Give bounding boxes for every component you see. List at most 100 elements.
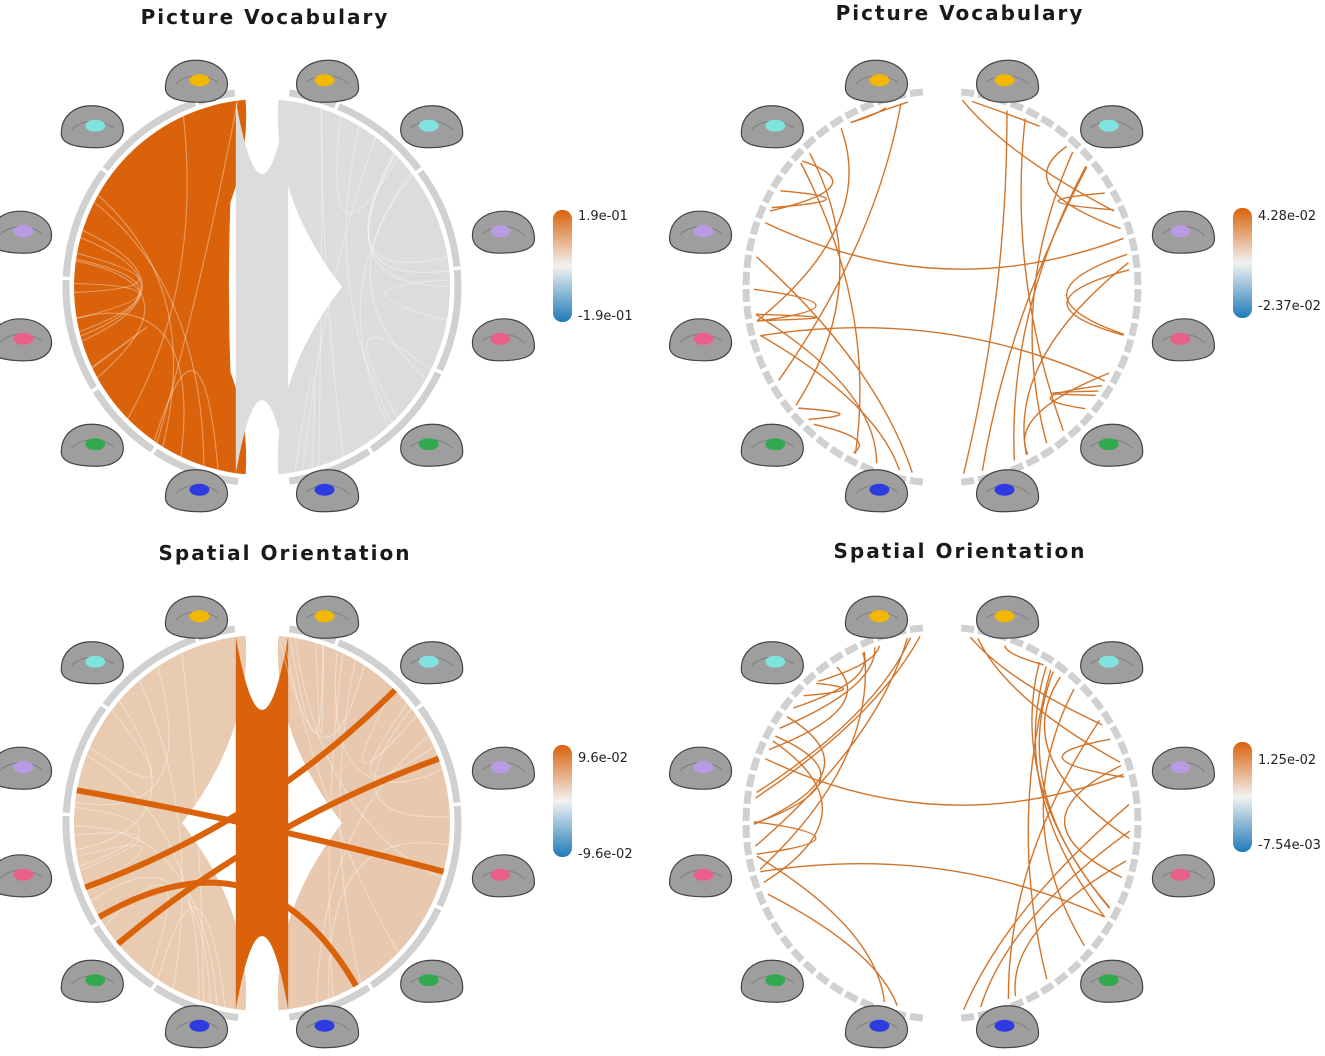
ring-segment <box>815 124 830 139</box>
ring-segment <box>844 454 859 467</box>
brain-icons <box>0 595 536 1049</box>
chord-band-center <box>235 100 289 474</box>
ring-segment <box>1090 399 1105 414</box>
brain-cyan-region-icon <box>60 105 124 149</box>
chord-link <box>981 166 1088 471</box>
ring-segment <box>1067 135 1082 150</box>
brain-region <box>85 119 106 132</box>
brain-region <box>1170 868 1191 881</box>
brain-region <box>1170 225 1191 238</box>
ring-segment <box>1067 424 1082 439</box>
brain-region <box>85 655 106 668</box>
ring-segment <box>770 174 784 190</box>
ring-segment <box>1039 445 1055 459</box>
ring-segment <box>1039 981 1055 995</box>
ring-segment <box>960 1012 975 1022</box>
brain-pink-occipital-icon <box>0 318 53 362</box>
ring-segment <box>1039 115 1055 129</box>
brain-cyan-region-icon <box>740 105 804 149</box>
ring-segment <box>1133 824 1142 839</box>
ring-segment <box>1025 454 1040 467</box>
ring-segment <box>859 100 875 112</box>
ring-segment <box>1133 271 1142 286</box>
ring-segment <box>1117 204 1129 220</box>
brain-yellow-region-icon <box>975 595 1040 639</box>
chord-ribbon <box>156 100 239 444</box>
chord-ribbon <box>365 336 432 418</box>
ring-segment <box>749 756 761 772</box>
ring-segment <box>745 237 756 252</box>
brain-region <box>1098 655 1119 668</box>
chord-link <box>1034 666 1106 918</box>
chord-diagram <box>62 89 462 486</box>
brain-pink-occipital-icon <box>471 318 536 362</box>
chord-link <box>755 313 817 322</box>
ring-segment <box>1100 174 1114 190</box>
chord-ribbon <box>334 650 443 783</box>
ring-segment <box>815 660 830 675</box>
ring-segment <box>102 99 197 172</box>
ring-segment <box>1117 740 1129 756</box>
chord-ribbon <box>320 108 344 457</box>
ring-segment <box>62 705 107 813</box>
brain-region <box>490 761 511 774</box>
brain-region <box>189 483 210 496</box>
chord-link <box>963 804 1130 1011</box>
brain-blue-frontal-icon <box>295 1005 360 1049</box>
ring-segment <box>369 371 442 453</box>
chord-band-center <box>235 636 289 1010</box>
ring-segment <box>1123 338 1135 354</box>
chord-link <box>753 288 817 322</box>
chord-link <box>803 682 844 697</box>
chord-link <box>818 645 880 683</box>
chord-link <box>962 110 1008 474</box>
ring-segment <box>829 651 845 665</box>
brain-purple-medial-icon <box>471 746 536 790</box>
chord-link <box>977 638 1121 763</box>
ring-segment <box>960 88 975 98</box>
brain-region <box>693 225 714 238</box>
chord-link <box>1065 253 1128 335</box>
brain-blue-frontal-icon <box>844 1005 909 1049</box>
brain-yellow-region-icon <box>295 595 360 639</box>
colorbar: 9.6e-02 -9.6e-02 <box>553 745 633 862</box>
ring-segment <box>844 990 859 1003</box>
chord-link <box>753 735 822 825</box>
brain-region <box>869 610 890 623</box>
ring-segment <box>770 384 784 400</box>
chord-link <box>1038 671 1111 909</box>
chord-link <box>1064 764 1123 879</box>
chord-ribbon <box>373 708 450 818</box>
chord-ribbon <box>97 194 175 447</box>
ring-segment <box>1100 920 1114 936</box>
ring-segment <box>829 981 845 995</box>
chord-ribbon <box>153 370 219 470</box>
chord-ribbon <box>302 136 377 471</box>
chord-link <box>1023 262 1129 456</box>
chord-band-right <box>277 635 451 1011</box>
ring-segment <box>790 683 805 698</box>
ring-segment <box>802 135 817 150</box>
ring-segment <box>62 280 97 390</box>
brain-yellow-region-icon <box>164 595 229 639</box>
brain-region <box>314 610 335 623</box>
ring-segment <box>369 907 442 989</box>
chord-ribbon <box>339 659 362 984</box>
brain-cyan-region-icon <box>400 105 464 149</box>
chord-ribbon <box>367 154 450 274</box>
ring-segment <box>436 805 462 908</box>
brain-purple-medial-icon <box>471 210 536 254</box>
panel-top-right: Picture Vocabulary 4.28e-02 -2.37e-02 <box>668 1 1321 513</box>
brain-icons <box>668 595 1216 1049</box>
ring-segment <box>1079 412 1094 427</box>
brain-region <box>1098 119 1119 132</box>
chord-link <box>1023 372 1110 455</box>
ring-segment <box>1054 435 1069 450</box>
chord-link <box>755 256 913 473</box>
ring-segment <box>859 636 875 648</box>
ring-segment <box>743 841 753 856</box>
chord-ribbon <box>345 125 393 424</box>
brain-green-red-parietal-icon <box>60 959 124 1003</box>
brain-pink-occipital-icon <box>1151 318 1216 362</box>
